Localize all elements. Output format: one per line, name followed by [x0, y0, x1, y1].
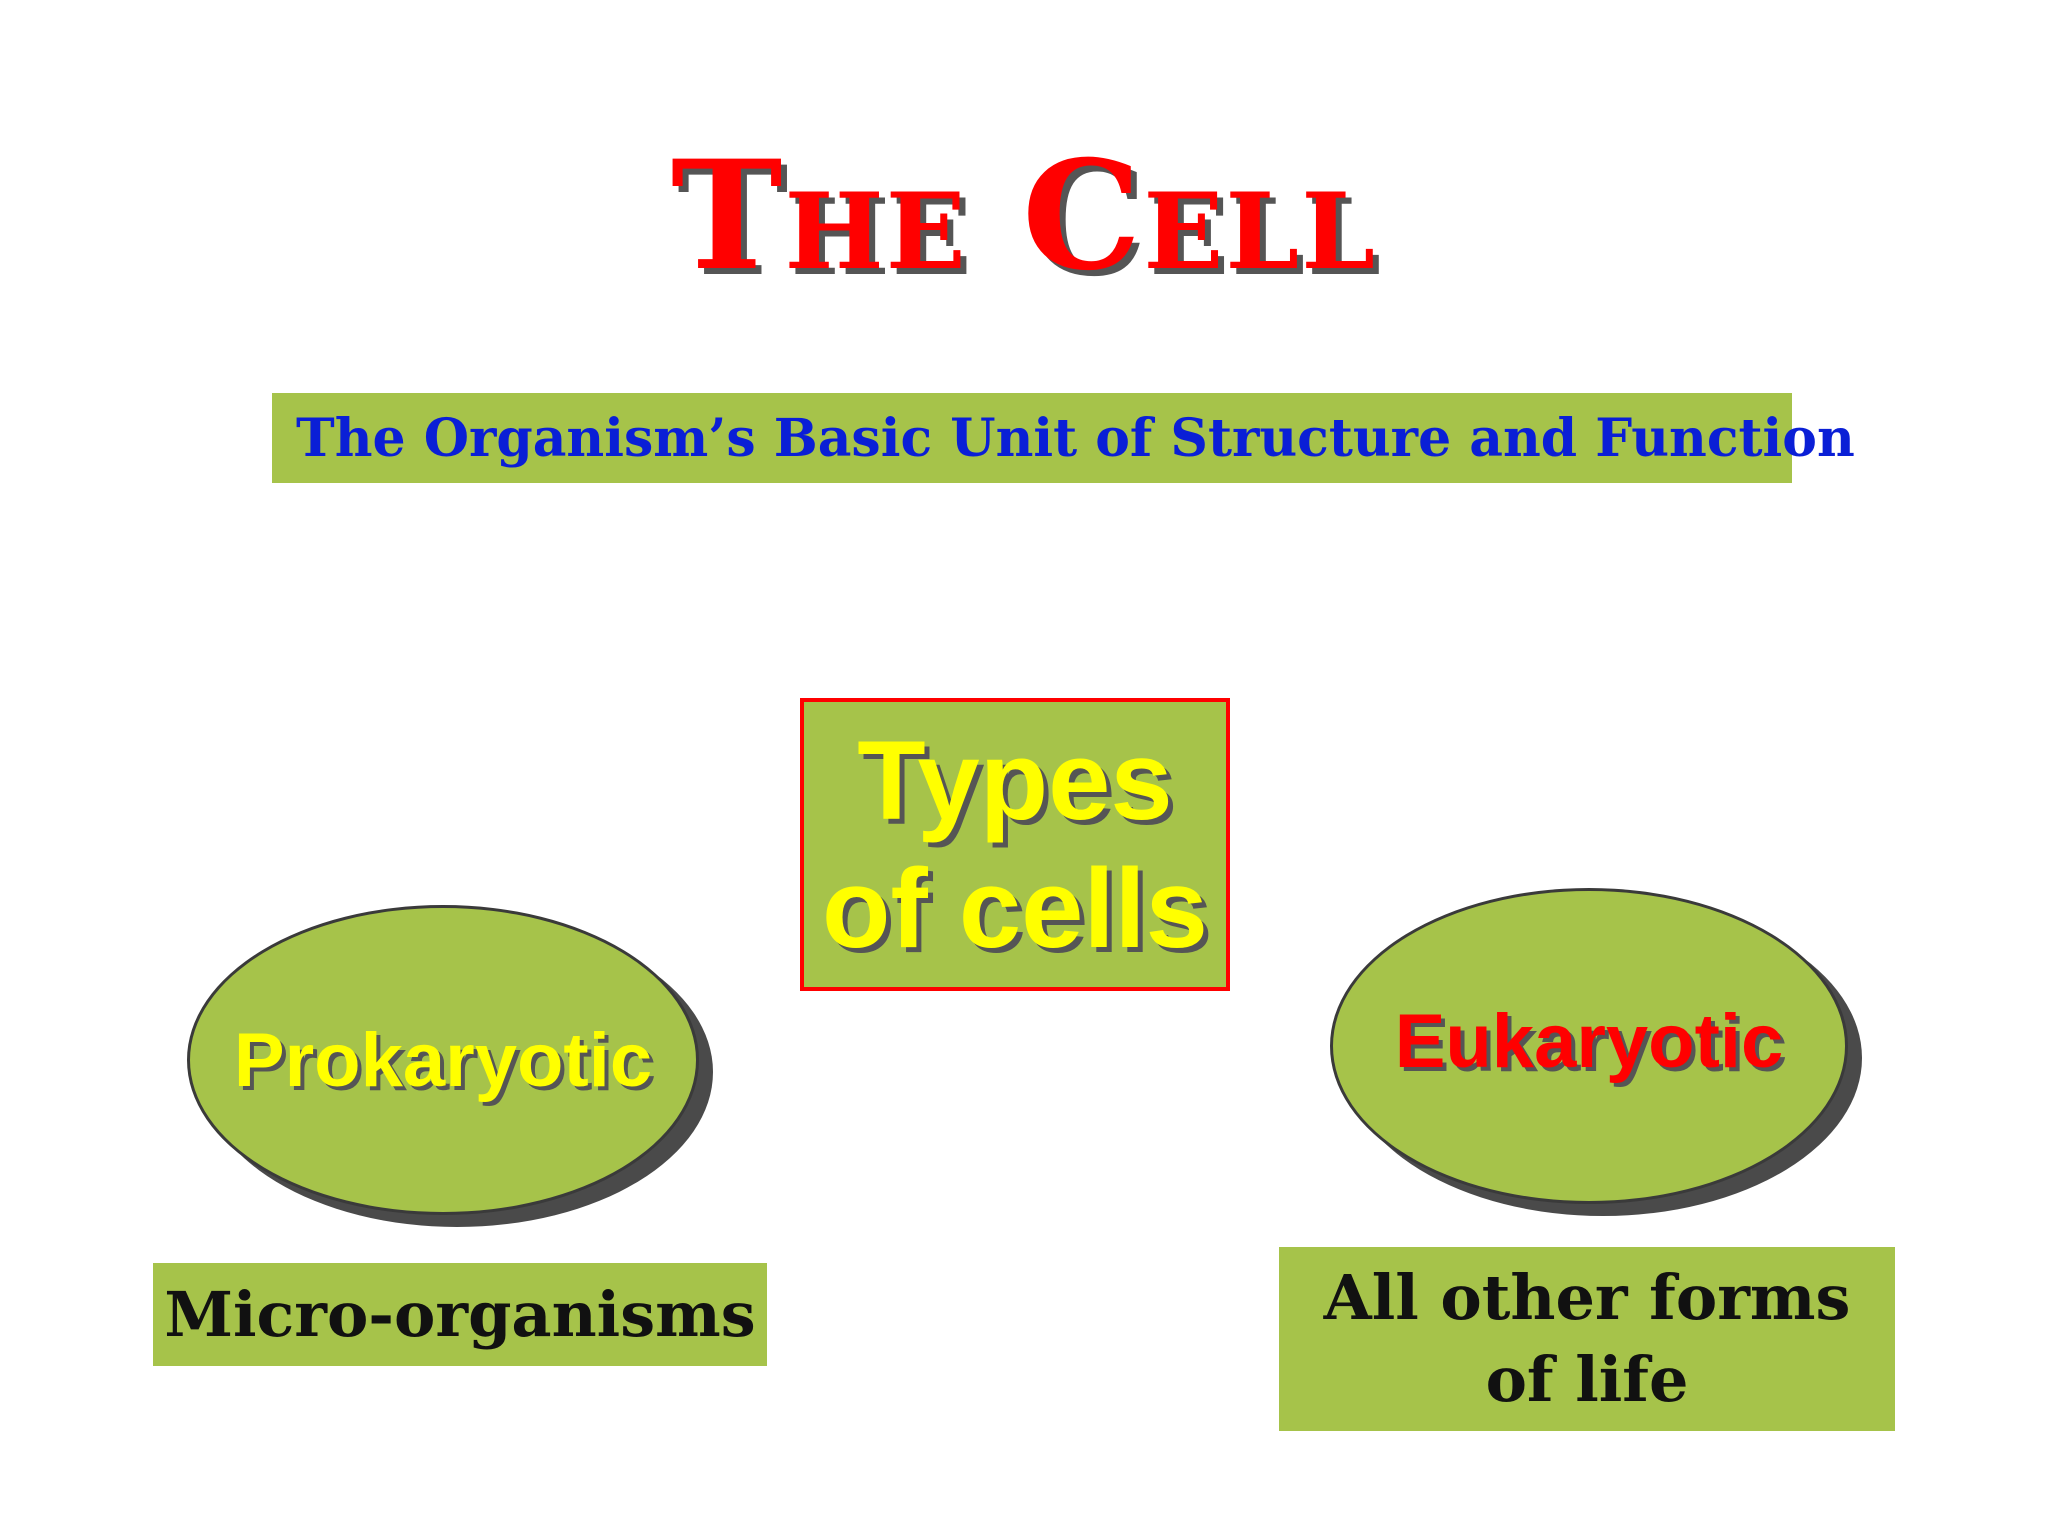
slide-title: THE CELL: [0, 128, 2048, 304]
title-initial-t: T: [670, 128, 785, 304]
eukaryotic-caption-box: All other forms of life: [1279, 1247, 1895, 1431]
eukaryotic-label: Eukaryotic: [1394, 998, 1784, 1084]
types-of-cells-box: Types of cells: [800, 698, 1230, 991]
types-box-line1: Types: [857, 717, 1173, 843]
title-rest-ell: ELL: [1143, 169, 1378, 293]
title-rest-he: HE: [784, 169, 968, 293]
subtitle-text: The Organism’s Basic Unit of Structure a…: [296, 407, 1855, 469]
prokaryotic-caption: Micro-organisms: [164, 1278, 756, 1351]
prokaryotic-label: Prokaryotic: [233, 1017, 653, 1103]
prokaryotic-caption-box: Micro-organisms: [153, 1263, 767, 1366]
subtitle-banner: The Organism’s Basic Unit of Structure a…: [272, 393, 1855, 483]
eukaryotic-ellipse: Eukaryotic: [1330, 888, 1848, 1204]
prokaryotic-ellipse: Prokaryotic: [187, 905, 699, 1215]
title-space: [968, 128, 1022, 304]
title-initial-c: C: [1022, 128, 1144, 304]
types-box-line2: of cells: [822, 845, 1208, 971]
eukaryotic-caption: All other forms of life: [1323, 1261, 1851, 1416]
